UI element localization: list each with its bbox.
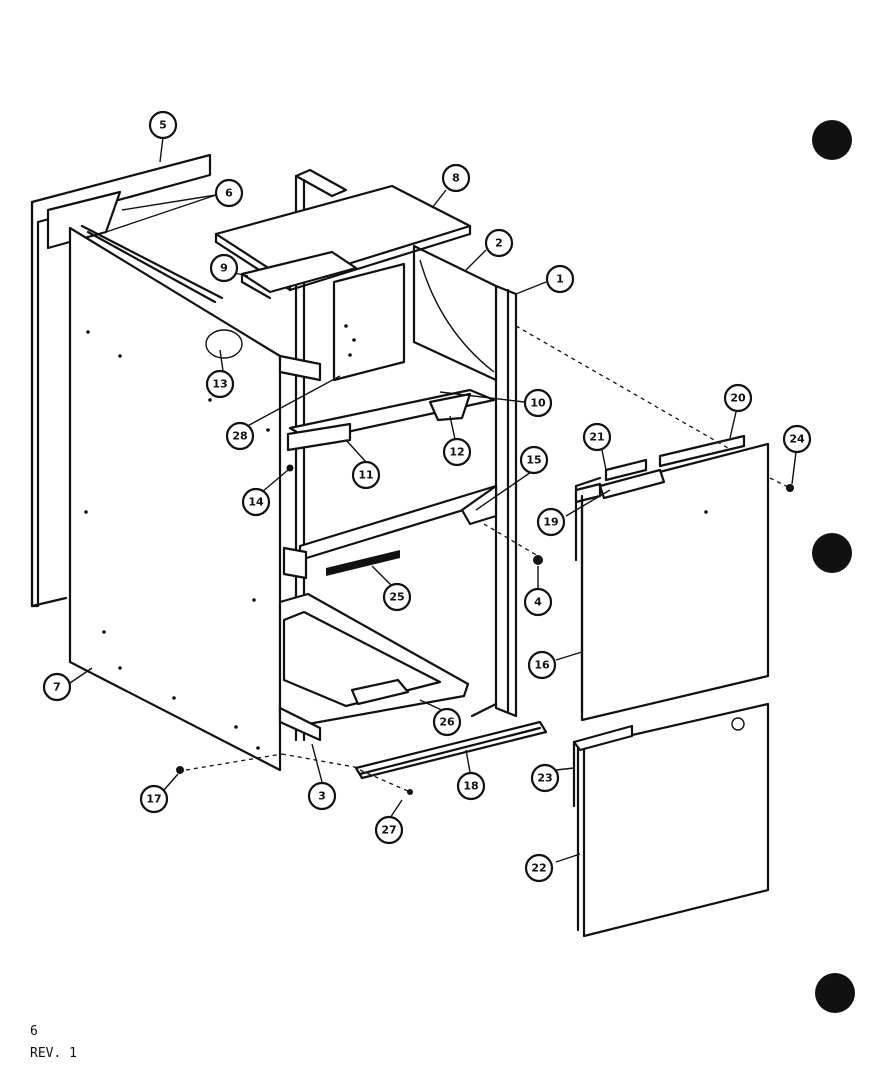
callout-12: 12 — [442, 437, 472, 467]
svg-text:15: 15 — [526, 454, 541, 467]
svg-text:22: 22 — [531, 862, 546, 875]
svg-text:24: 24 — [789, 433, 805, 446]
callout-26: 26 — [432, 707, 462, 737]
callout-22: 22 — [524, 853, 554, 883]
callout-7: 7 — [42, 672, 72, 702]
callout-23: 23 — [530, 763, 560, 793]
callout-10: 10 — [523, 388, 553, 418]
svg-text:10: 10 — [530, 397, 546, 410]
svg-text:13: 13 — [212, 378, 227, 391]
svg-text:4: 4 — [534, 596, 542, 609]
svg-text:2: 2 — [495, 237, 503, 250]
callout-18: 18 — [456, 771, 486, 801]
svg-text:9: 9 — [220, 262, 228, 275]
part-lower-door — [572, 702, 770, 938]
svg-text:26: 26 — [439, 716, 455, 729]
callout-17: 17 — [139, 784, 169, 814]
screw-icon-14 — [286, 464, 294, 472]
part-top-bracket — [240, 250, 358, 300]
callout-8: 8 — [441, 163, 471, 193]
callout-19: 19 — [536, 507, 566, 537]
svg-text:28: 28 — [232, 430, 247, 443]
svg-text:8: 8 — [452, 172, 460, 185]
callout-6: 6 — [214, 178, 244, 208]
callout-5: 5 — [148, 110, 178, 140]
svg-text:1: 1 — [556, 273, 564, 286]
screw-icon-24 — [786, 484, 794, 492]
binder-hole-top — [812, 120, 852, 160]
callout-3: 3 — [307, 781, 337, 811]
screw-icon-27 — [407, 789, 413, 795]
svg-text:21: 21 — [589, 431, 604, 444]
svg-text:12: 12 — [449, 446, 464, 459]
callout-16: 16 — [527, 650, 557, 680]
callout-24: 24 — [782, 424, 812, 454]
callout-25: 25 — [382, 582, 412, 612]
callout-20: 20 — [723, 383, 753, 413]
svg-text:16: 16 — [534, 659, 550, 672]
svg-text:25: 25 — [389, 591, 404, 604]
svg-text:23: 23 — [537, 772, 552, 785]
binder-hole-bottom — [815, 973, 855, 1013]
svg-text:14: 14 — [248, 496, 264, 509]
callout-9: 9 — [209, 253, 239, 283]
page-number: 6 — [30, 1024, 38, 1039]
part-bottom-rail — [354, 720, 548, 780]
callout-1: 1 — [545, 264, 575, 294]
part-cabinet-frame — [278, 168, 518, 742]
svg-text:3: 3 — [318, 790, 326, 803]
screw-icon-4 — [533, 555, 543, 565]
svg-text:5: 5 — [159, 119, 167, 132]
part-top-panel — [214, 184, 472, 292]
binder-hole-middle — [812, 533, 852, 573]
revision-label: REV. 1 — [30, 1046, 77, 1061]
callout-2: 2 — [484, 228, 514, 258]
part-left-side-panel — [68, 224, 282, 772]
svg-text:17: 17 — [146, 793, 161, 806]
svg-text:19: 19 — [543, 516, 558, 529]
callout-11: 11 — [351, 460, 381, 490]
callout-14: 14 — [241, 487, 271, 517]
callout-4: 4 — [523, 587, 553, 617]
svg-text:27: 27 — [381, 824, 396, 837]
callout-27: 27 — [374, 815, 404, 845]
svg-text:6: 6 — [225, 187, 233, 200]
callout-15: 15 — [519, 445, 549, 475]
callout-13: 13 — [205, 369, 235, 399]
screw-icon-17 — [176, 766, 184, 774]
callout-21: 21 — [582, 422, 612, 452]
svg-text:11: 11 — [358, 469, 373, 482]
callout-28: 28 — [225, 421, 255, 451]
svg-text:20: 20 — [730, 392, 746, 405]
part-upper-door — [574, 434, 770, 722]
svg-text:7: 7 — [53, 681, 61, 694]
svg-text:18: 18 — [463, 780, 478, 793]
